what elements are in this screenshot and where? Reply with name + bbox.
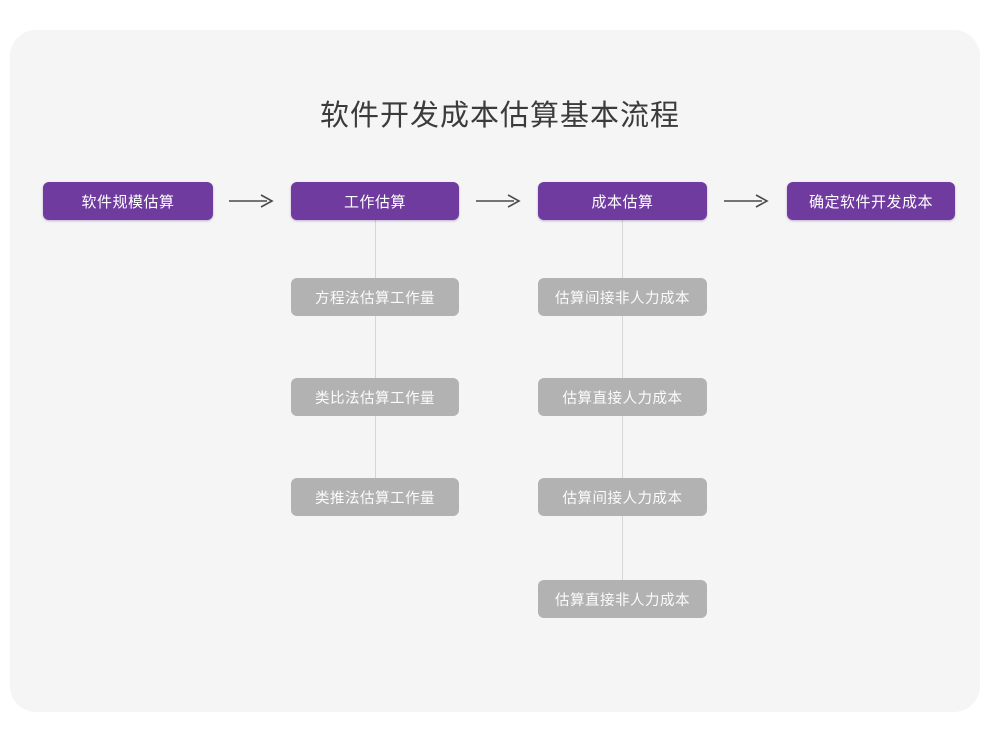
arrow-icon-step3-to-step4 [707, 182, 787, 220]
flow-node-effort-estimation[interactable]: 工作估算 [291, 182, 459, 220]
flow-node-determine-development-cost[interactable]: 确定软件开发成本 [787, 182, 955, 220]
branch-node-equation-method-effort[interactable]: 方程法估算工作量 [291, 278, 459, 316]
branch-node-analogy-method-effort[interactable]: 类比法估算工作量 [291, 378, 459, 416]
arrow-icon-step1-to-step2 [213, 182, 291, 220]
branch-node-indirect-labor-cost[interactable]: 估算间接人力成本 [538, 478, 707, 516]
flow-node-cost-estimation[interactable]: 成本估算 [538, 182, 707, 220]
branch-node-direct-labor-cost[interactable]: 估算直接人力成本 [538, 378, 707, 416]
connector-line-left-branch [375, 220, 376, 498]
branch-node-direct-nonlabor-cost[interactable]: 估算直接非人力成本 [538, 580, 707, 618]
diagram-card [10, 30, 980, 712]
branch-node-indirect-nonlabor-cost[interactable]: 估算间接非人力成本 [538, 278, 707, 316]
flow-node-software-scale-estimation[interactable]: 软件规模估算 [43, 182, 213, 220]
arrow-icon-step2-to-step3 [459, 182, 538, 220]
branch-node-inference-method-effort[interactable]: 类推法估算工作量 [291, 478, 459, 516]
page-title: 软件开发成本估算基本流程 [319, 98, 680, 132]
